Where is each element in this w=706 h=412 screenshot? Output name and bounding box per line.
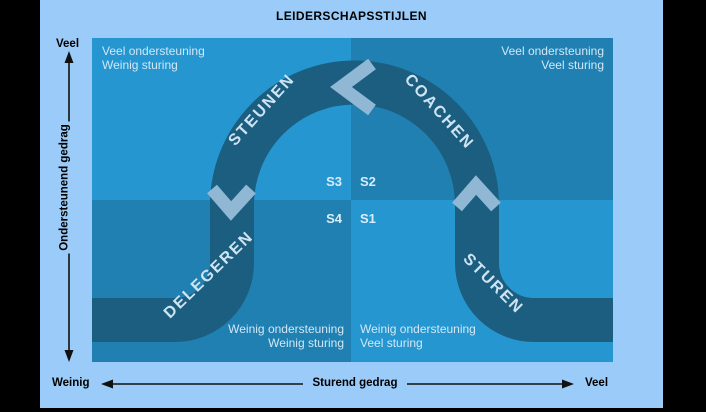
quadrant-caption-top-right: Veel ondersteuning Veel sturing xyxy=(501,44,604,72)
diagram-title: LEIDERSCHAPSSTIJLEN xyxy=(276,9,427,23)
x-axis-title: Sturend gedrag xyxy=(303,377,407,389)
caption-line: Weinig sturing xyxy=(102,58,178,72)
caption-line: Weinig sturing xyxy=(268,336,344,350)
chevron-up-icon xyxy=(452,175,501,212)
caption-line: Weinig ondersteuning xyxy=(228,322,344,336)
chevron-down-icon xyxy=(207,184,256,221)
caption-line: Veel sturing xyxy=(360,336,423,350)
x-axis-min-label: Weinig xyxy=(52,377,90,389)
y-axis-max-label: Veel xyxy=(56,38,80,50)
quadrant-caption-bottom-left: Weinig ondersteuning Weinig sturing xyxy=(92,322,344,350)
s3-label: S3 xyxy=(326,174,342,189)
s4-label: S4 xyxy=(326,211,342,226)
caption-line: Veel sturing xyxy=(541,58,604,72)
chevron-left-icon xyxy=(330,58,376,116)
curve-band xyxy=(92,60,613,342)
quadrant-caption-bottom-right: Weinig ondersteuning Veel sturing xyxy=(360,322,476,350)
caption-line: Veel ondersteuning xyxy=(102,44,205,58)
y-axis-title: Ondersteunend gedrag xyxy=(57,121,73,254)
leadership-curve-svg: STEUNEN COACHEN DELEGEREN STUREN xyxy=(92,58,613,342)
quadrant-chart: STEUNEN COACHEN DELEGEREN STUREN Veel on… xyxy=(92,38,613,362)
s2-label: S2 xyxy=(360,174,376,189)
caption-line: Veel ondersteuning xyxy=(501,44,604,58)
quadrant-caption-top-left: Veel ondersteuning Weinig sturing xyxy=(102,44,205,72)
caption-line: Weinig ondersteuning xyxy=(360,322,476,336)
x-axis-max-label: Veel xyxy=(585,377,609,389)
s1-label: S1 xyxy=(360,211,376,226)
